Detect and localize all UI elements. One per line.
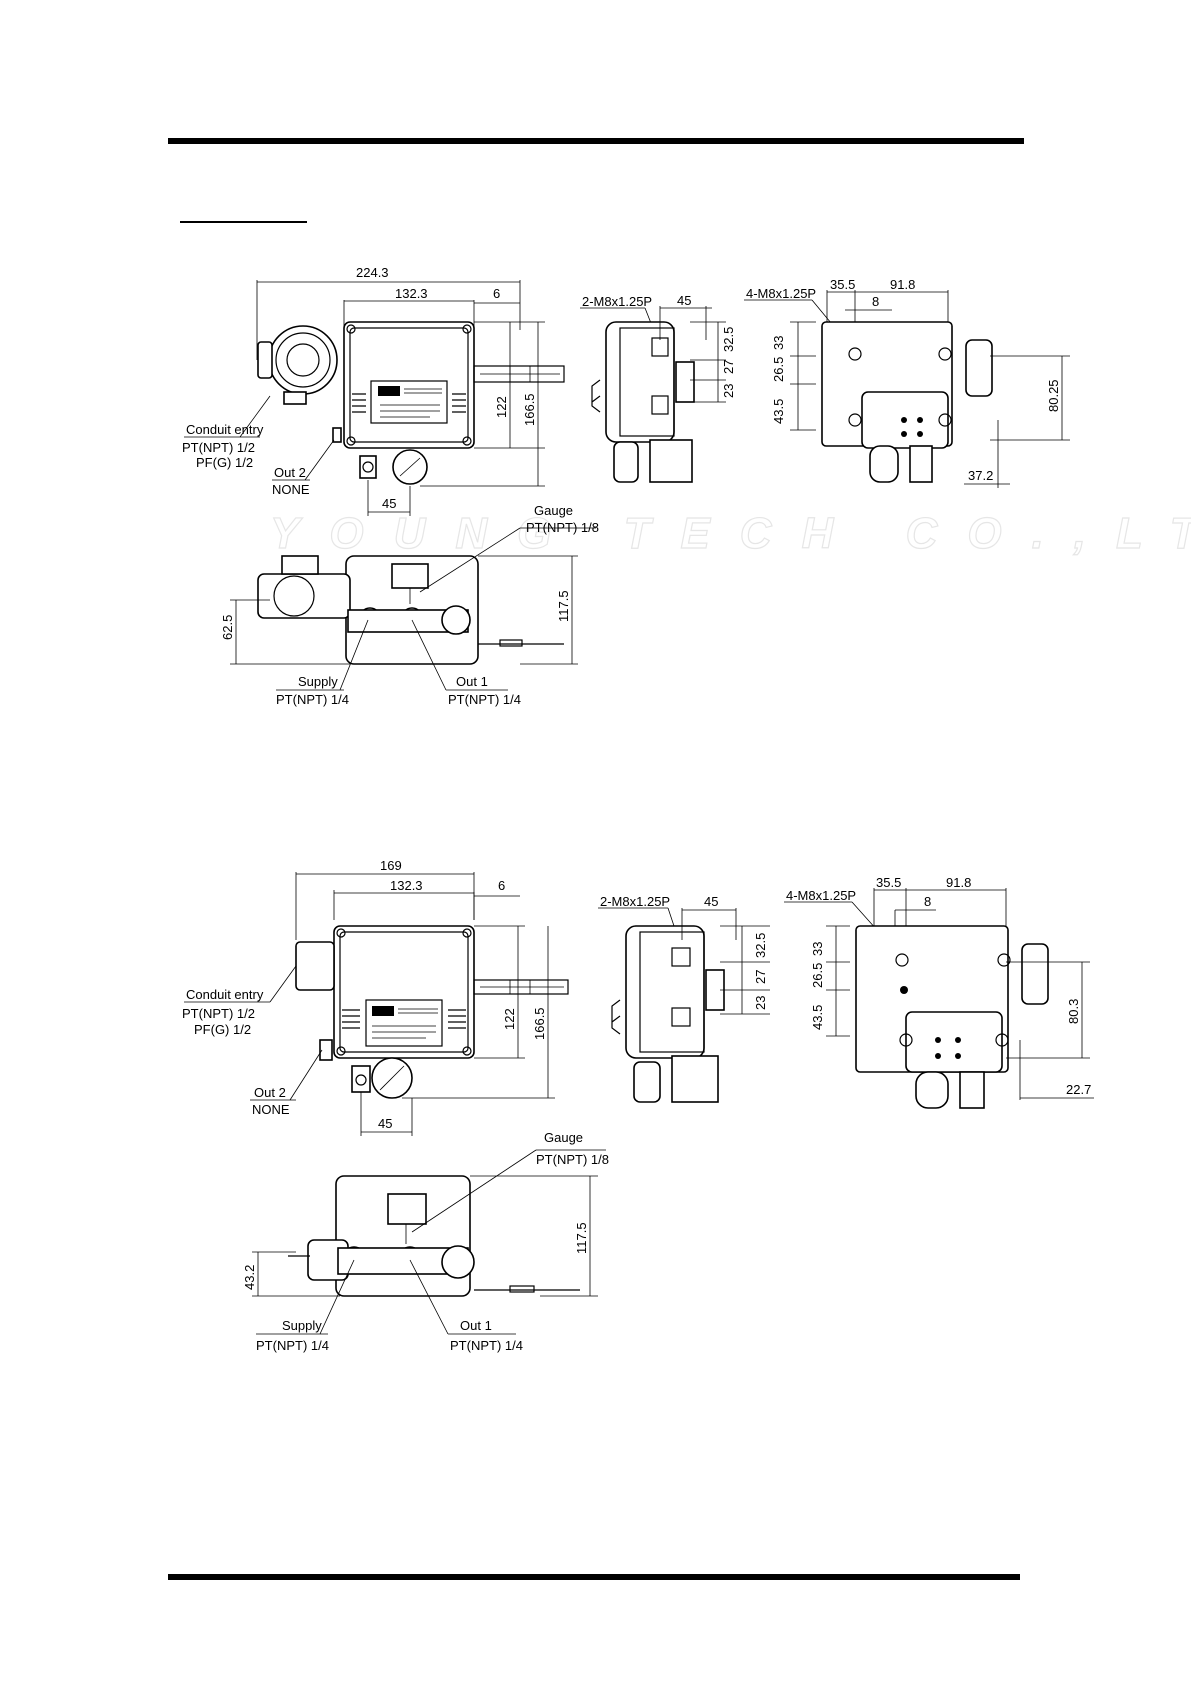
- callout-conduit-pf: PF(G) 1/2: [196, 455, 253, 470]
- callout-supply: Supply: [282, 1318, 322, 1333]
- side-dim-width: 45: [677, 293, 691, 308]
- rear-dim-v3: 43.5: [771, 399, 786, 424]
- rear-dim-h: 80.3: [1066, 999, 1081, 1024]
- side-dim-3: 23: [753, 996, 768, 1010]
- callout-out1: Out 1: [460, 1318, 492, 1333]
- side-thread-label: 2-M8x1.25P: [582, 294, 652, 309]
- rear-dim-bottom: 22.7: [1066, 1082, 1091, 1097]
- set2-side-view: 2-M8x1.25P 45 32.5 27 23: [598, 894, 770, 1103]
- rear-thread-label: 4-M8x1.25P: [786, 888, 856, 903]
- callout-conduit-pt: PT(NPT) 1/2: [182, 1006, 255, 1021]
- rear-dim-v1: 33: [771, 336, 786, 350]
- set1-rear-view: 4-M8x1.25P 35.5 91.8 8 33 26.5 43.5 80.2…: [744, 277, 1070, 488]
- top-rule: [168, 138, 1024, 144]
- side-dim-1: 32.5: [721, 327, 736, 352]
- callout-conduit-entry: Conduit entry: [186, 422, 264, 437]
- bottom-rule: [168, 1574, 1020, 1580]
- dim-overall-width: 224.3: [356, 265, 389, 280]
- set1-side-view: 2-M8x1.25P 45 32.5 27 23: [580, 293, 736, 483]
- side-dim-1: 32.5: [753, 933, 768, 958]
- callout-gauge-value: PT(NPT) 1/8: [536, 1152, 609, 1167]
- section-underline: [180, 221, 307, 223]
- rear-dim-bottom: 37.2: [968, 468, 993, 483]
- callout-gauge-value: PT(NPT) 1/8: [526, 520, 599, 535]
- dim-bottom-port-spacing: 45: [382, 496, 396, 511]
- rear-dim-a: 35.5: [876, 875, 901, 890]
- side-dim-3: 23: [721, 384, 736, 398]
- dim-outer-height: 166.5: [522, 393, 537, 426]
- rear-dim-c: 8: [872, 294, 879, 309]
- set1-front-view: 224.3 132.3 6: [182, 265, 565, 516]
- bottom-dim-height: 117.5: [574, 1222, 589, 1254]
- dim-offset: 6: [498, 878, 505, 893]
- rear-dim-v3: 43.5: [810, 1005, 825, 1030]
- callout-out2: Out 2: [274, 465, 306, 480]
- dim-body-width: 132.3: [390, 878, 423, 893]
- callout-supply-value: PT(NPT) 1/4: [256, 1338, 329, 1353]
- rear-dim-a: 35.5: [830, 277, 855, 292]
- rear-thread-label: 4-M8x1.25P: [746, 286, 816, 301]
- set2-rear-view: 4-M8x1.25P 35.5 91.8 8 33 26.5 43.5 80.3: [784, 875, 1094, 1109]
- bottom-dim-left: 62.5: [220, 615, 235, 640]
- dim-overall-width: 169: [380, 858, 402, 873]
- callout-supply-value: PT(NPT) 1/4: [276, 692, 349, 707]
- callout-conduit-pf: PF(G) 1/2: [194, 1022, 251, 1037]
- dim-inner-height: 122: [502, 1008, 517, 1030]
- rear-dim-v2: 26.5: [771, 357, 786, 382]
- side-thread-label: 2-M8x1.25P: [600, 894, 670, 909]
- callout-out1-value: PT(NPT) 1/4: [448, 692, 521, 707]
- dim-inner-height: 122: [494, 396, 509, 418]
- set1-bottom-view: 62.5 117.5 Gauge PT(NPT) 1/8 Supply PT(N…: [220, 503, 599, 707]
- callout-out1-value: PT(NPT) 1/4: [450, 1338, 523, 1353]
- callout-out1: Out 1: [456, 674, 488, 689]
- rear-dim-b: 91.8: [946, 875, 971, 890]
- callout-conduit-pt: PT(NPT) 1/2: [182, 440, 255, 455]
- side-dim-2: 27: [721, 360, 736, 374]
- set2-bottom-view: 43.2 117.5 Gauge PT(NPT) 1/8 Supply PT(N…: [242, 1130, 609, 1353]
- rear-dim-h: 80.25: [1046, 379, 1061, 412]
- dim-bottom-port-spacing: 45: [378, 1116, 392, 1131]
- callout-gauge: Gauge: [544, 1130, 583, 1145]
- callout-out2-value: NONE: [272, 482, 310, 497]
- callout-out2-value: NONE: [252, 1102, 290, 1117]
- dim-body-width: 132.3: [395, 286, 428, 301]
- callout-out2: Out 2: [254, 1085, 286, 1100]
- side-dim-width: 45: [704, 894, 718, 909]
- dim-offset: 6: [493, 286, 500, 301]
- callout-conduit-entry: Conduit entry: [186, 987, 264, 1002]
- dim-outer-height: 166.5: [532, 1007, 547, 1040]
- side-dim-2: 27: [753, 970, 768, 984]
- rear-dim-b: 91.8: [890, 277, 915, 292]
- rear-dim-v2: 26.5: [810, 963, 825, 988]
- callout-supply: Supply: [298, 674, 338, 689]
- bottom-dim-height: 117.5: [556, 590, 571, 622]
- set2-front-view: 169 132.3 6 122 166.5 45: [182, 858, 569, 1136]
- watermark: YOUNG TECH CO.,LTD: [270, 509, 1191, 558]
- callout-gauge: Gauge: [534, 503, 573, 518]
- rear-dim-v1: 33: [810, 942, 825, 956]
- bottom-dim-left: 43.2: [242, 1265, 257, 1290]
- rear-dim-c: 8: [924, 894, 931, 909]
